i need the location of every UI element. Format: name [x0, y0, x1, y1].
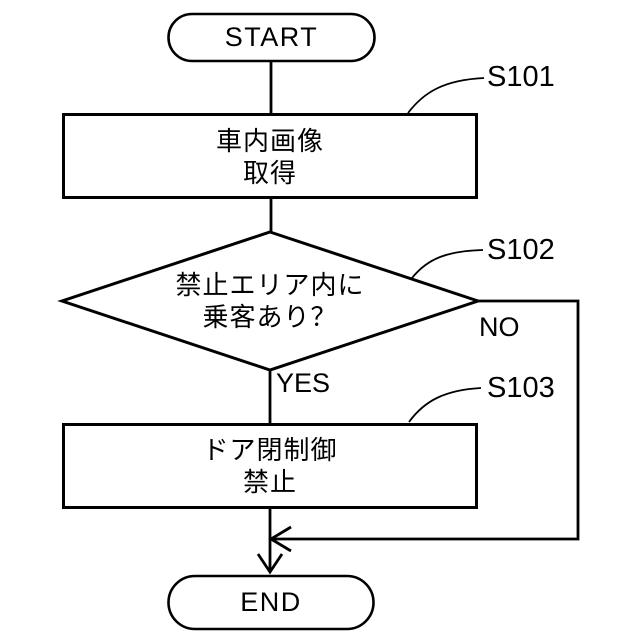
step-id-s101: S101: [487, 61, 555, 93]
leader-line-s103: [408, 387, 482, 423]
process-s101-text: 車内画像 取得: [62, 115, 478, 198]
start-terminator-shape: [167, 12, 376, 63]
process-box-s103: [62, 423, 478, 509]
decision-s102-text: 禁止エリア内に 乗客あり？: [62, 232, 478, 370]
process-s103-text: ドア閉制御 禁止: [62, 423, 478, 508]
arrowhead-left-merge: [268, 525, 292, 553]
process-s103-line1: ドア閉制御: [202, 434, 338, 465]
branch-label-yes: YES: [276, 368, 331, 398]
end-terminator-shape: [167, 574, 375, 631]
step-id-s102: S102: [487, 234, 555, 266]
end-node-label: END: [240, 587, 302, 617]
decision-s102-line2: 乗客あり？: [202, 302, 338, 332]
connector-no-branch: [273, 299, 580, 541]
start-node-label: START: [224, 21, 319, 52]
process-s101-line2: 取得: [242, 157, 297, 188]
leader-line-s101: [407, 77, 485, 114]
step-id-s103: S103: [487, 372, 555, 404]
branch-label-no: NO: [479, 312, 520, 342]
leader-line-s102: [411, 249, 484, 279]
process-s103-line2: 禁止: [242, 466, 297, 497]
arrowhead-down-end: [256, 553, 284, 575]
decision-s102-line1: 禁止エリア内に: [175, 270, 365, 300]
decision-diamond-s102: [57, 230, 483, 372]
process-box-s101: [62, 113, 478, 199]
process-s101-line1: 車内画像: [215, 125, 324, 156]
